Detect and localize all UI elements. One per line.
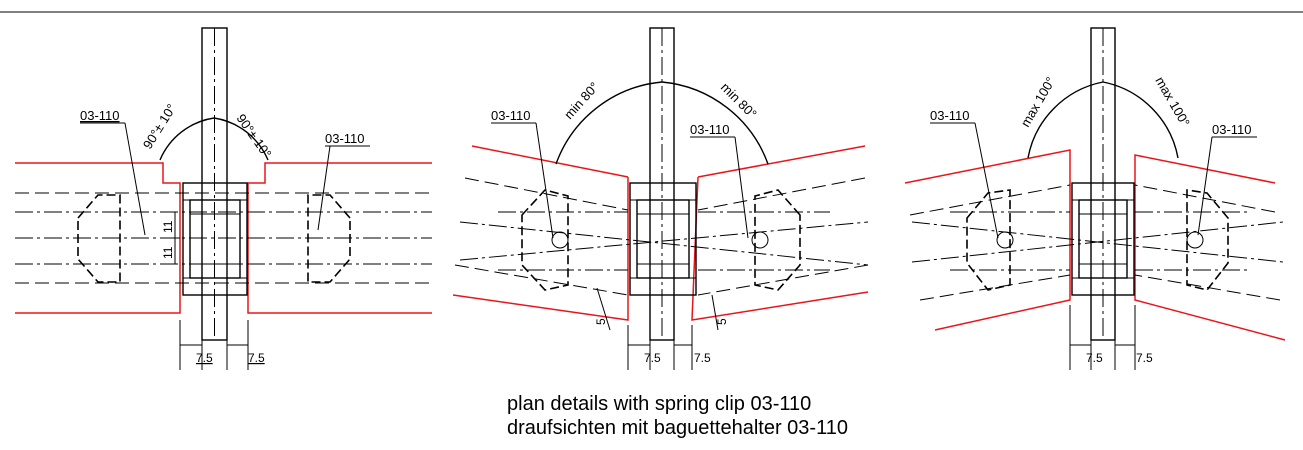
gap-dim-right: 7.5	[1136, 351, 1153, 365]
leader-line	[124, 122, 146, 236]
dim-upper: 11	[161, 220, 175, 233]
caption-german: draufsichten mit baguettehalter 03-110	[507, 417, 848, 439]
angle-arc-right	[661, 81, 769, 165]
glass-hidden-line	[454, 264, 629, 296]
glass-hidden-line	[1134, 274, 1281, 301]
angle-label-right: max 100°	[1152, 74, 1193, 129]
glass-hidden-line	[697, 264, 869, 296]
gap-dim-left: 7.5	[196, 351, 213, 365]
glass-panel-left	[15, 162, 181, 314]
angle-label-left: 90°± 10°	[140, 101, 179, 151]
caption-english: plan details with spring clip 03-110	[507, 393, 812, 415]
spring-clip-right	[754, 189, 801, 291]
angle-arc-left	[555, 81, 663, 165]
angle-label-left: max 100°	[1018, 74, 1059, 129]
part-callout-right: 03-110	[690, 122, 730, 137]
leader-line	[317, 145, 331, 231]
part-callout-left: 03-110	[491, 108, 531, 123]
part-callout-right: 03-110	[1212, 122, 1252, 137]
gap-dim-right: 7.5	[694, 351, 711, 365]
glass-panel-left	[904, 149, 1071, 331]
dim-lower: 11	[161, 246, 175, 259]
detail-3: max 100° max 100° 03-110 03-110 7.5 7.5	[904, 27, 1286, 370]
part-callout-left: 03-110	[930, 108, 970, 123]
glass-hidden-line	[1134, 184, 1276, 213]
offset-dim-left: 5	[594, 318, 608, 325]
clamp-block	[1071, 182, 1135, 296]
part-callout-right: 03-110	[325, 131, 365, 146]
angle-label-left: min 80°	[561, 79, 602, 122]
leader-line	[1197, 136, 1213, 236]
angle-arc-left	[1027, 81, 1104, 159]
angle-arc-left	[159, 117, 215, 161]
glass-panel-right	[1134, 154, 1286, 341]
clip-pivot	[551, 231, 569, 249]
clamp-block	[182, 182, 248, 296]
mullion-post	[201, 27, 228, 341]
gap-dim-left: 7.5	[644, 351, 661, 365]
clip-pivot	[751, 231, 769, 249]
gap-dim-right: 7.5	[248, 351, 265, 365]
angle-arc-right	[1102, 81, 1179, 159]
glass-panel-right	[691, 145, 869, 321]
leader-line	[974, 122, 999, 239]
dim-line	[596, 287, 611, 331]
part-callout-left: 03-110	[80, 108, 120, 123]
detail-1: 90°± 10° 90°± 10° 03-110 03-110 11 11 7.…	[15, 27, 432, 370]
spring-clip-left	[966, 189, 1011, 291]
angle-label-right: 90°± 10°	[234, 111, 275, 161]
mullion-post	[1090, 27, 1116, 341]
gap-dim-left: 7.5	[1086, 351, 1103, 365]
glass-panel-left	[452, 145, 629, 321]
spring-clip-left	[77, 194, 121, 283]
spring-clip-right	[1186, 189, 1229, 291]
glass-panel-right	[247, 162, 432, 314]
leader-line	[734, 136, 749, 239]
clip-pivot	[1186, 231, 1204, 249]
spring-clip-left	[521, 189, 569, 291]
angle-label-right: min 80°	[718, 80, 760, 122]
glass-centerline	[911, 221, 1284, 263]
angle-arc-right	[213, 117, 269, 161]
clip-pivot	[996, 231, 1014, 249]
clamp-block	[629, 182, 697, 296]
detail-2: min 80° min 80° 03-110 03-110 5 5 7.5 7.…	[452, 27, 869, 370]
spring-clip-right	[307, 194, 351, 283]
leader-line	[535, 122, 554, 239]
mullion-post	[649, 27, 675, 341]
dim-line	[711, 294, 719, 331]
glass-hidden-line	[919, 274, 1071, 301]
offset-dim-right: 5	[715, 318, 729, 325]
